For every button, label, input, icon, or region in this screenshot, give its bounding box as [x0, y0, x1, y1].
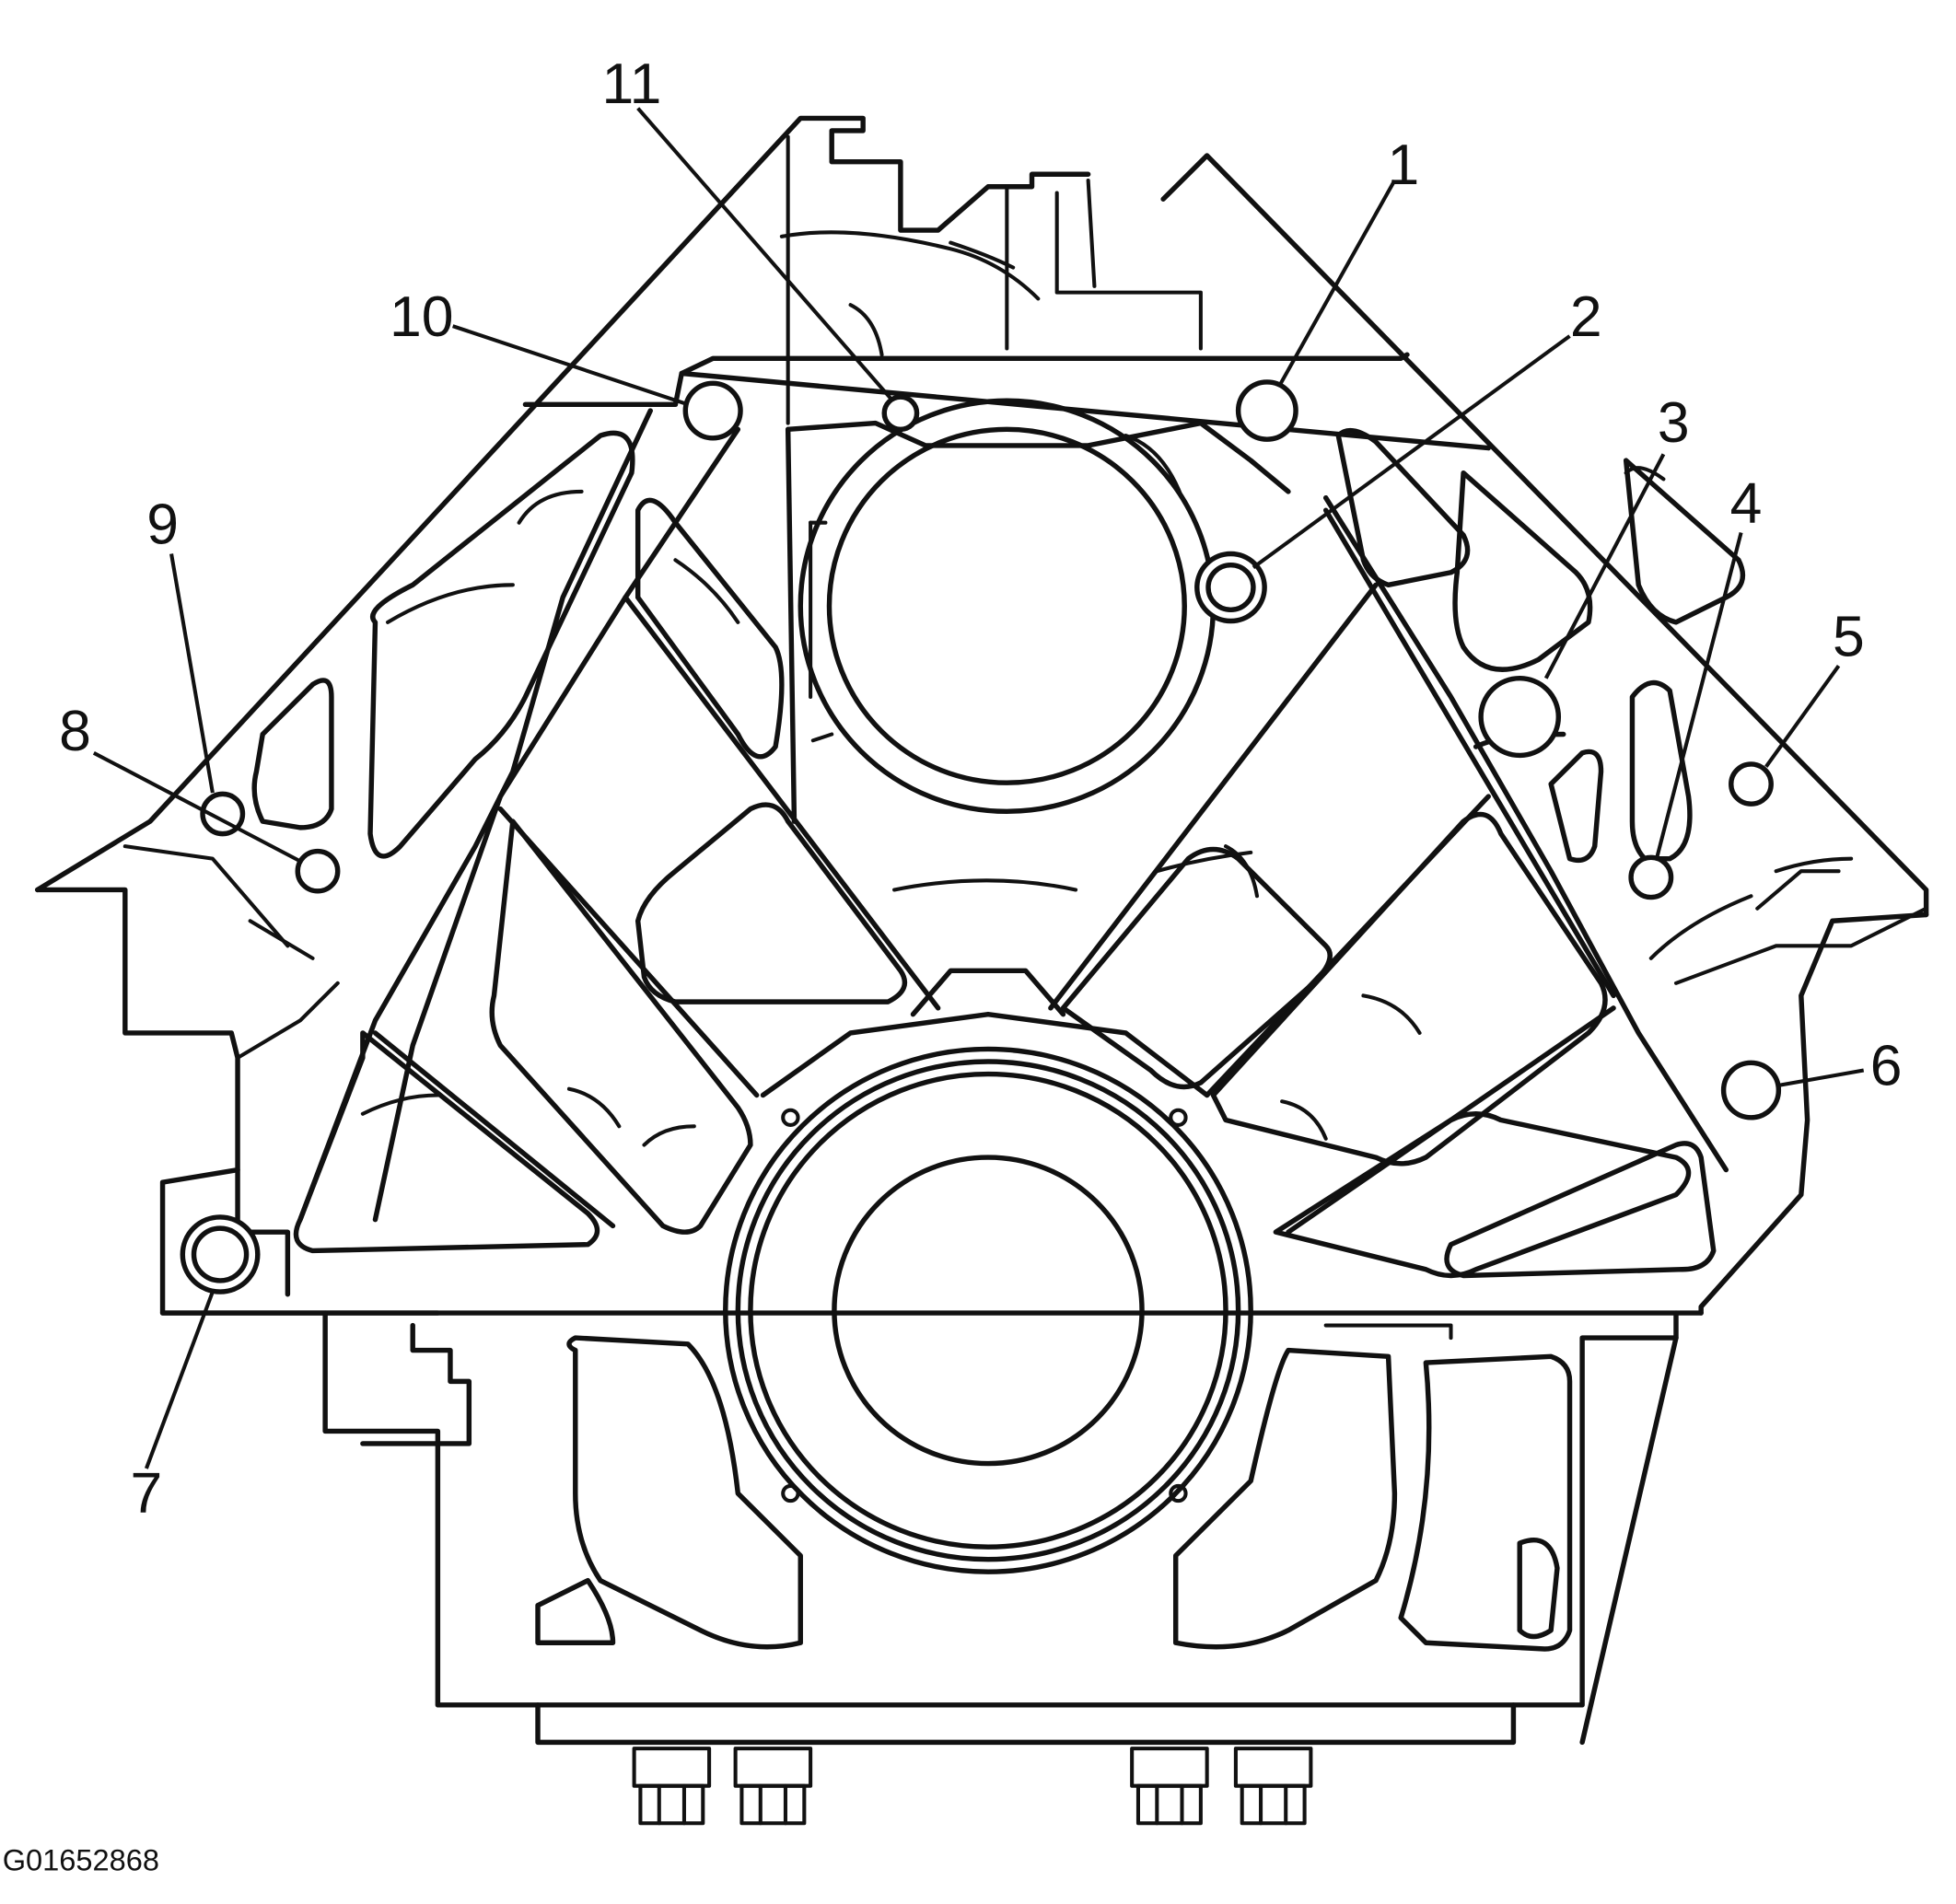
main-bearing-bore [723, 1011, 1253, 1574]
callout-5: 5 [1833, 605, 1865, 668]
callout-6: 6 [1870, 1035, 1903, 1098]
bolt-hole-10 [682, 380, 743, 441]
callout-10: 10 [390, 285, 453, 349]
block-outline [35, 115, 1929, 1746]
bolt-hole-8 [295, 848, 341, 894]
bolt-hole-2 [1194, 551, 1267, 624]
callout-4: 4 [1730, 472, 1763, 536]
casting-details [122, 134, 1928, 1341]
callout-11: 11 [601, 52, 661, 116]
bolt-2 [733, 1747, 813, 1826]
callout-labels: 1 2 3 4 5 6 7 8 9 10 11 [59, 52, 1902, 1525]
bolt-hole-1 [1235, 379, 1298, 442]
bolt-hole-7 [180, 1214, 261, 1294]
figure-id: G01652868 [3, 1844, 159, 1877]
bolt-hole-6 [1720, 1060, 1782, 1120]
callout-8: 8 [59, 700, 91, 763]
core-openings [235, 428, 1746, 1652]
bolt-1 [632, 1747, 712, 1826]
callout-2: 2 [1570, 285, 1602, 349]
oil-pan-bolts [632, 1747, 1313, 1826]
bolt-hole-11 [881, 394, 920, 433]
bolt-hole-5 [1729, 761, 1774, 807]
leader-lines [92, 107, 1865, 1469]
bolt-3 [1130, 1747, 1209, 1826]
callout-3: 3 [1658, 391, 1690, 455]
bolt-4 [1233, 1747, 1313, 1826]
bolt-hole-3 [1478, 675, 1562, 759]
bolt-hole-4 [1628, 854, 1674, 900]
callout-9: 9 [146, 493, 179, 557]
callout-1: 1 [1388, 134, 1420, 197]
callout-7: 7 [131, 1461, 163, 1525]
